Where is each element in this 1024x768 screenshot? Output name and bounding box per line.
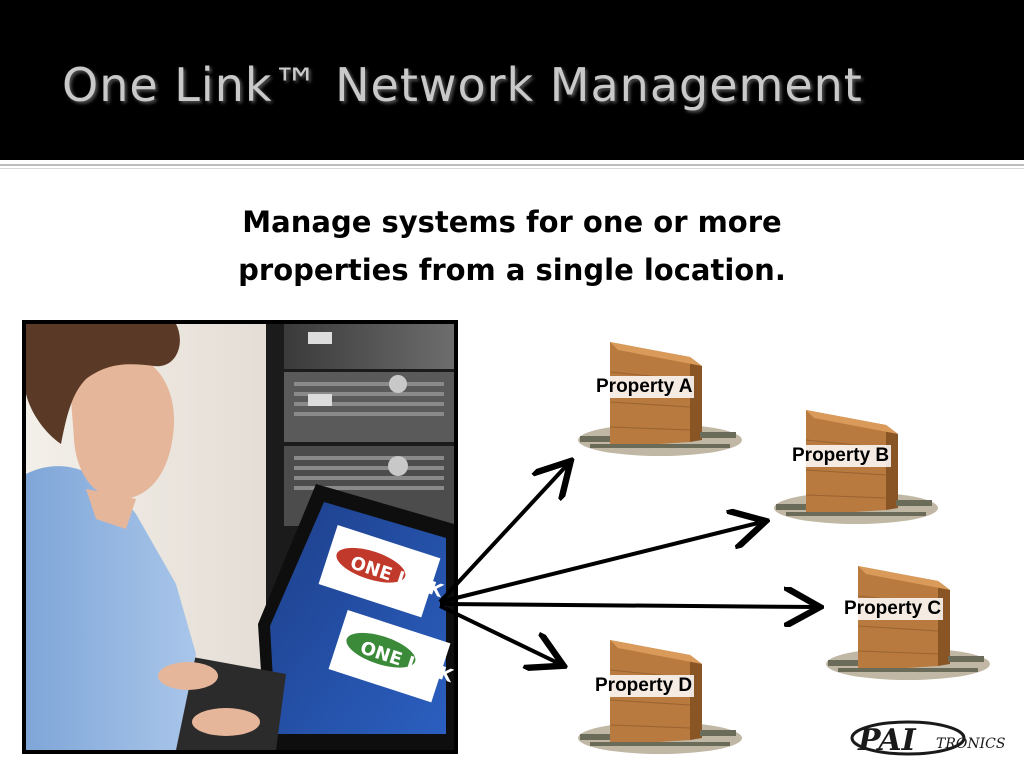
arrow-to-property-c bbox=[439, 604, 816, 607]
arrow-to-property-a bbox=[438, 464, 568, 604]
building-property-c bbox=[818, 556, 998, 686]
subtitle-line-2: properties from a single location. bbox=[238, 253, 786, 287]
building-c-icon bbox=[826, 566, 990, 680]
arrow-to-property-b bbox=[439, 522, 762, 604]
property-d-label: Property D bbox=[593, 675, 695, 697]
company-logo: PAI TRONICS bbox=[850, 712, 1020, 762]
title-divider-thin bbox=[0, 168, 1024, 169]
property-a-label: Property A bbox=[594, 376, 695, 398]
logo-mark: PAI TRONICS bbox=[850, 720, 1005, 758]
technician-photo: ONE LINK ONE LINK bbox=[22, 320, 458, 754]
technician-illustration: ONE LINK ONE LINK bbox=[26, 324, 454, 750]
slide-subtitle: Manage systems for one or more propertie… bbox=[212, 198, 812, 294]
slide-title: One Link™ Network Management bbox=[62, 58, 863, 112]
logo-mark-text: PAI bbox=[857, 723, 917, 758]
title-bar: One Link™ Network Management bbox=[0, 0, 1024, 160]
subtitle-line-1: Manage systems for one or more bbox=[242, 205, 782, 239]
property-b-label: Property B bbox=[790, 445, 892, 467]
arrow-to-property-d bbox=[439, 604, 560, 664]
title-divider bbox=[0, 164, 1024, 166]
property-c-label: Property C bbox=[842, 598, 944, 620]
logo-wordmark-text: TRONICS bbox=[936, 736, 1005, 752]
